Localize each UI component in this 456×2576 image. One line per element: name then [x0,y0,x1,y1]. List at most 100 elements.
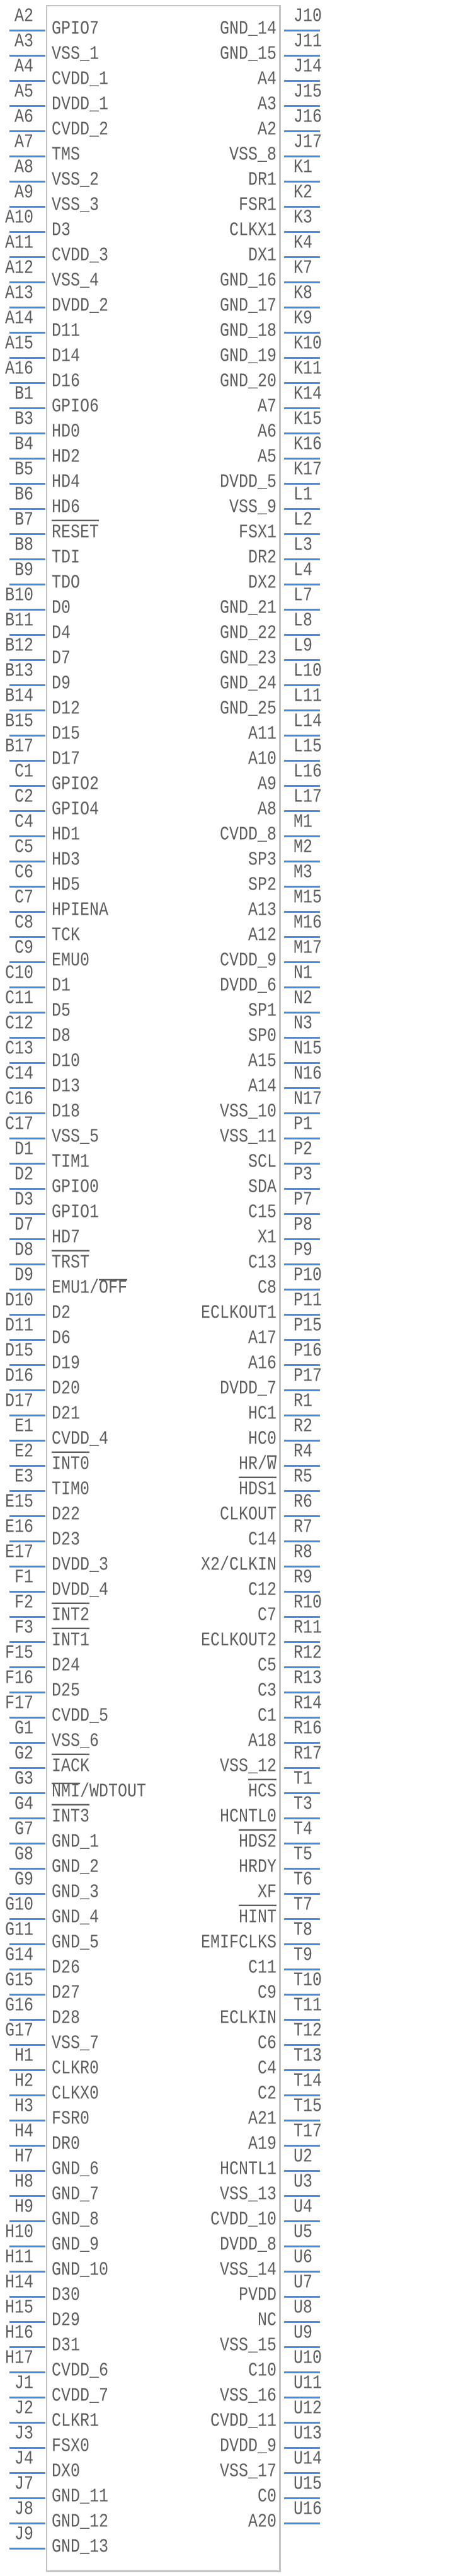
pin-line[interactable] [284,1087,320,1089]
pin-line[interactable] [284,2447,320,2449]
pin-line[interactable] [284,986,320,988]
pin-line[interactable] [284,684,320,686]
pin-line[interactable] [9,2094,45,2096]
pin-line[interactable] [284,2069,320,2071]
pin-line[interactable] [284,307,320,308]
pin-line[interactable] [9,1440,45,1442]
pin-line[interactable] [9,2220,45,2222]
pin-line[interactable] [9,2271,45,2273]
pin-line[interactable] [9,307,45,308]
pin-line[interactable] [284,810,320,812]
pin-line[interactable] [284,911,320,913]
pin-line[interactable] [284,432,320,434]
pin-line[interactable] [284,1490,320,1492]
pin-line[interactable] [9,609,45,611]
pin-line[interactable] [284,206,320,208]
pin-line[interactable] [9,835,45,837]
pin-line[interactable] [284,382,320,384]
pin-line[interactable] [9,483,45,485]
pin-line[interactable] [9,231,45,233]
pin-line[interactable] [9,1112,45,1114]
pin-line[interactable] [284,1817,320,1819]
pin-line[interactable] [284,231,320,233]
pin-line[interactable] [284,2397,320,2398]
pin-line[interactable] [9,332,45,334]
pin-line[interactable] [9,1566,45,1568]
pin-line[interactable] [9,1969,45,1970]
pin-line[interactable] [9,2069,45,2071]
pin-line[interactable] [9,533,45,535]
pin-line[interactable] [9,1918,45,1920]
pin-line[interactable] [9,2195,45,2197]
pin-line[interactable] [9,1238,45,1240]
pin-line[interactable] [9,1389,45,1391]
pin-line[interactable] [284,2246,320,2247]
pin-line[interactable] [9,1641,45,1643]
pin-line[interactable] [9,1943,45,1945]
pin-line[interactable] [9,2170,45,2172]
pin-line[interactable] [9,1893,45,1895]
pin-line[interactable] [9,1994,45,1996]
pin-line[interactable] [284,2422,320,2424]
pin-line[interactable] [284,1742,320,1744]
pin-line[interactable] [9,1868,45,1870]
pin-line[interactable] [9,1415,45,1416]
pin-line[interactable] [284,1893,320,1895]
pin-line[interactable] [9,2472,45,2474]
pin-line[interactable] [9,2321,45,2323]
pin-line[interactable] [284,1868,320,1870]
pin-line[interactable] [284,533,320,535]
pin-line[interactable] [284,2120,320,2121]
pin-line[interactable] [284,105,320,107]
pin-line[interactable] [9,1540,45,1542]
pin-line[interactable] [284,2019,320,2021]
pin-line[interactable] [9,1314,45,1316]
pin-line[interactable] [284,55,320,57]
pin-line[interactable] [284,1263,320,1265]
pin-line[interactable] [9,1767,45,1769]
pin-line[interactable] [9,2019,45,2021]
pin-line[interactable] [284,1339,320,1341]
pin-line[interactable] [284,2497,320,2499]
pin-line[interactable] [284,130,320,132]
pin-line[interactable] [284,1440,320,1442]
pin-line[interactable] [9,2447,45,2449]
pin-line[interactable] [284,609,320,611]
pin-line[interactable] [9,810,45,812]
pin-line[interactable] [9,886,45,888]
pin-line[interactable] [284,1238,320,1240]
pin-line[interactable] [9,1163,45,1165]
pin-line[interactable] [9,2548,45,2550]
pin-line[interactable] [284,2271,320,2273]
pin-line[interactable] [9,1742,45,1744]
pin-line[interactable] [284,407,320,409]
pin-line[interactable] [284,508,320,510]
pin-line[interactable] [9,256,45,258]
pin-line[interactable] [9,30,45,31]
pin-line[interactable] [284,2044,320,2046]
pin-line[interactable] [284,1465,320,1467]
pin-line[interactable] [9,1289,45,1291]
pin-line[interactable] [284,80,320,82]
pin-line[interactable] [284,2321,320,2323]
pin-line[interactable] [9,407,45,409]
pin-line[interactable] [284,835,320,837]
pin-line[interactable] [284,256,320,258]
pin-line[interactable] [9,2371,45,2373]
pin-line[interactable] [9,1012,45,1014]
pin-line[interactable] [9,861,45,862]
pin-line[interactable] [9,986,45,988]
pin-line[interactable] [9,1364,45,1366]
pin-line[interactable] [9,2044,45,2046]
pin-line[interactable] [284,709,320,711]
pin-line[interactable] [284,332,320,334]
pin-line[interactable] [9,458,45,460]
pin-line[interactable] [284,458,320,460]
pin-line[interactable] [284,1666,320,1668]
pin-line[interactable] [284,1540,320,1542]
pin-line[interactable] [284,961,320,963]
pin-line[interactable] [284,785,320,787]
pin-line[interactable] [9,961,45,963]
pin-line[interactable] [9,1465,45,1467]
pin-line[interactable] [284,1717,320,1719]
